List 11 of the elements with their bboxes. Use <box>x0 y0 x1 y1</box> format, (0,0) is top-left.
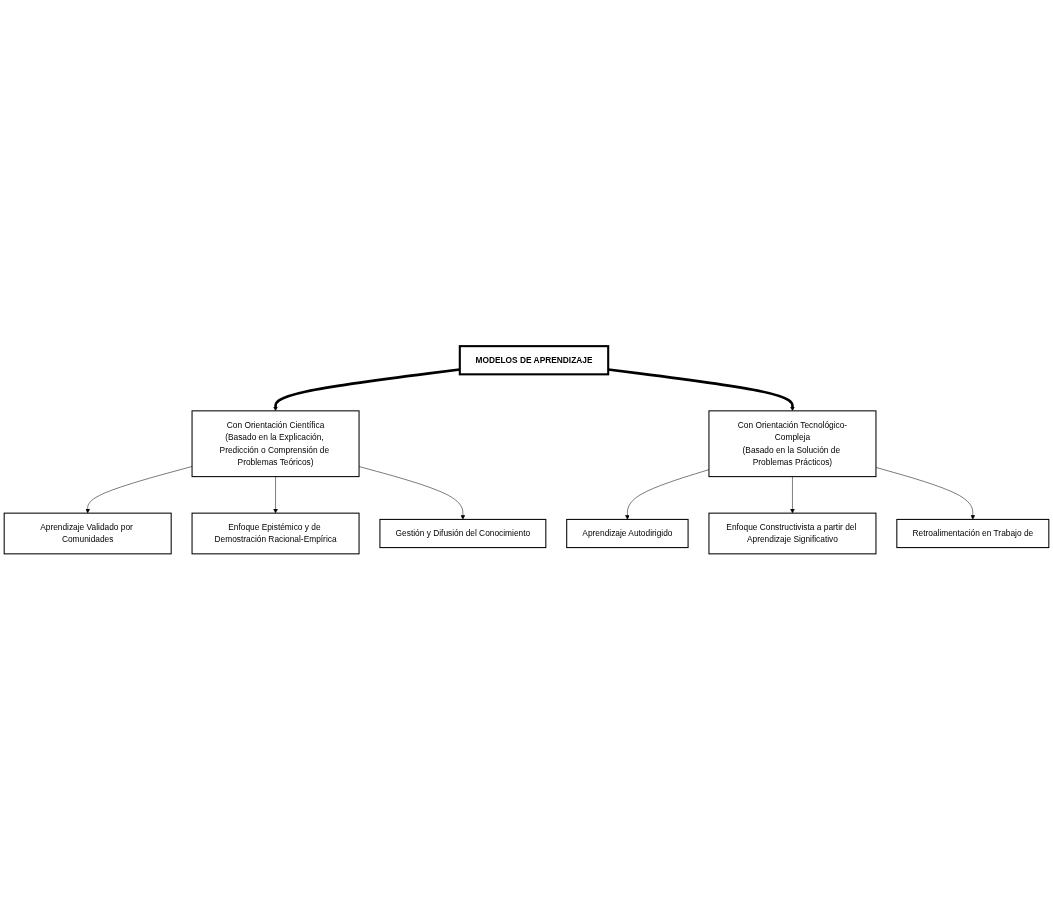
node-box: Con Orientación Científica (Basado en la Explicación, Predicción o Comprensión de Problemas Teóricos) <box>191 410 360 478</box>
node-box: Retroalimentación en Trabajo de <box>896 518 1050 549</box>
node-box: Gestión y Difusión del Conocimiento <box>379 518 547 549</box>
node-box: Aprendizaje Validado por Comunidades <box>3 512 172 555</box>
node-box: Con Orientación Tecnológico-Compleja (Basado en la Solución de Problemas Prácticos) <box>708 410 877 478</box>
node-box: MODELOS DE APRENDIZAJE <box>458 345 610 376</box>
arrow <box>273 368 460 412</box>
node-box: Aprendizaje Autodirigido <box>566 518 689 549</box>
node-box: Enfoque Epistémico y de Demostración Racional-Empírica <box>191 512 360 555</box>
node-box: Enfoque Constructivista a partir del Aprendizaje Significativo <box>708 512 877 555</box>
arrow <box>608 368 795 412</box>
